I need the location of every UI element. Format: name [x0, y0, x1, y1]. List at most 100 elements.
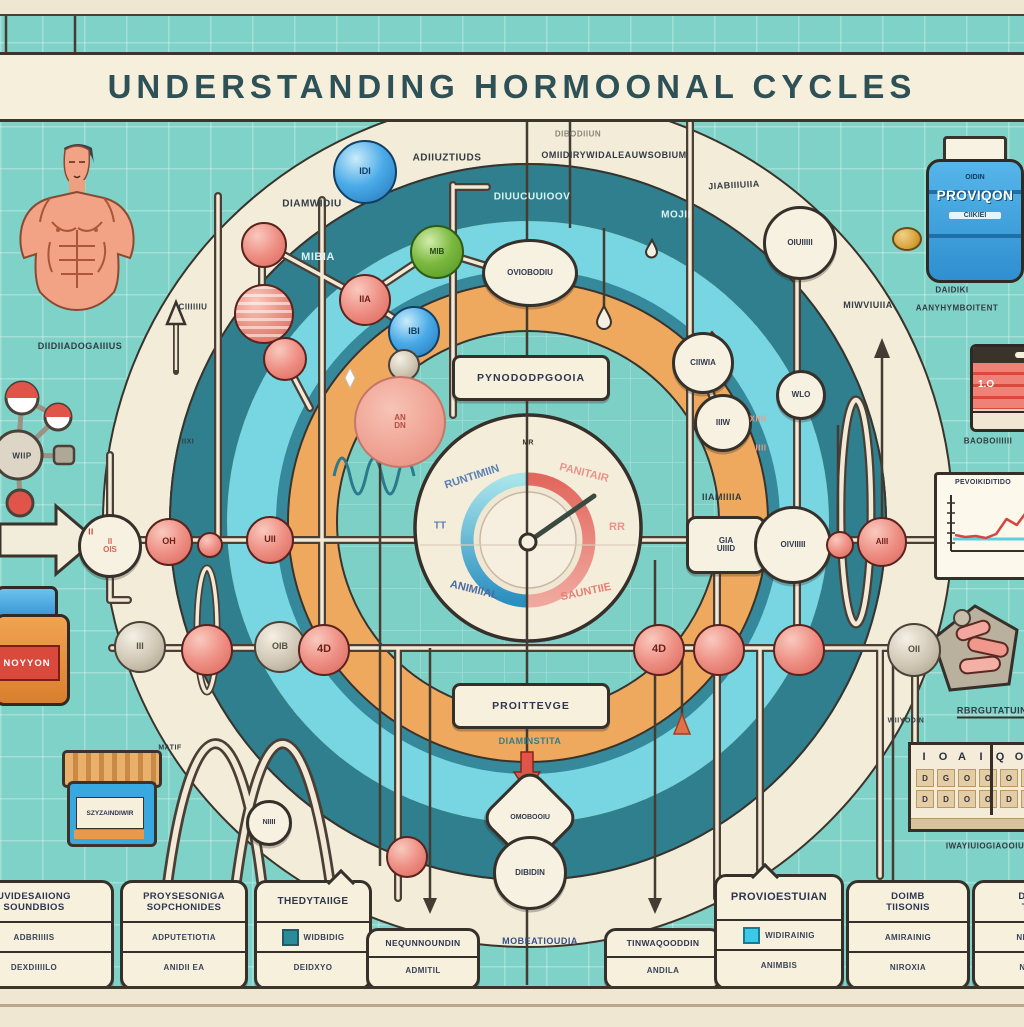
diagram-node[interactable] — [773, 624, 825, 676]
box-title: DOIMB TIISONIS — [849, 883, 967, 923]
bottom-box-5[interactable]: TINWAQOODDIN ANDILA — [604, 928, 722, 990]
diagram-node[interactable]: WLO — [776, 370, 826, 420]
box-row: WIDIRAINIG — [717, 921, 841, 949]
up-arrow-icon — [165, 298, 187, 326]
calendar-cell[interactable]: D — [916, 790, 934, 808]
node-label: OIUIIIII — [787, 237, 813, 247]
calendar-cell[interactable]: I — [1021, 790, 1024, 808]
cyan-square-icon — [743, 926, 761, 944]
droplet-icon — [644, 237, 659, 259]
calendar-cell[interactable]: O — [1021, 769, 1024, 787]
bottle-brand-label: PROVIQON — [936, 188, 1014, 203]
diagram-node[interactable]: IIIW — [694, 394, 752, 452]
calendar-cell[interactable]: D — [1000, 790, 1018, 808]
diagram-node[interactable] — [181, 624, 233, 676]
calendar-cell[interactable]: D — [916, 769, 934, 787]
muscular-figure — [19, 144, 135, 312]
box-title: PROVIOESTUIAN — [717, 877, 841, 921]
diagram-node[interactable]: AN DN — [354, 376, 446, 468]
center-top-box-label: PYNODODPGOOIA — [476, 372, 586, 384]
calendar-cell[interactable]: Q — [995, 751, 1005, 763]
center-bottom-box-label: PROITTEVGE — [492, 700, 570, 712]
diagram-node[interactable]: NIIII — [246, 800, 292, 846]
node-label: DIBIDIN — [515, 867, 545, 877]
calendar-cell[interactable]: O — [958, 790, 976, 808]
bottom-box-4[interactable]: NEQUNNOUNDIN ADMITIL — [366, 928, 480, 990]
diagram-node[interactable]: MIB — [410, 225, 464, 279]
up-arrow-icon — [874, 338, 890, 358]
bottom-box-1[interactable]: UVIDESAIIONG SOUNDBIOS ADBRIIIIS DEXDIII… — [0, 880, 114, 990]
bottom-frame-strip — [0, 986, 1024, 1027]
calendar-grid[interactable]: IOAIQODGOOOODDOODI — [908, 742, 1024, 832]
node-label: IBI — [408, 326, 420, 337]
node-label: 4D — [316, 643, 332, 656]
node-label: UII — [264, 534, 276, 545]
down-arrow-icon — [648, 898, 662, 914]
node-label: NIIII — [262, 819, 276, 827]
calendar-cell[interactable]: D — [937, 790, 955, 808]
title-band: UNDERSTANDING HORMOONAL CYCLES — [0, 52, 1024, 122]
diagram-node[interactable]: CIIWIA — [672, 332, 734, 394]
orange-up-arrow-icon — [672, 711, 692, 735]
calendar-cell[interactable]: O — [1014, 751, 1024, 763]
diagram-node[interactable] — [388, 349, 420, 381]
diagram-node[interactable]: GIA UIIID — [686, 516, 766, 574]
calendar-cell[interactable]: O — [958, 769, 976, 787]
bottom-box-3[interactable]: THEDYTAIIGE WIDBIDIG DEIDXYO — [254, 868, 372, 990]
gauge-top-label: MR — [522, 439, 534, 447]
diagram-node[interactable]: OH — [145, 518, 193, 566]
sparkle-icon — [344, 366, 356, 390]
diagram-node[interactable]: OIB — [254, 621, 306, 673]
bottom-box-2[interactable]: PROYSESONIGA SOPCHONIDES ADPUTETIOTIA AN… — [120, 880, 248, 990]
diagram-node[interactable]: IIA — [339, 274, 391, 326]
box-row: DEIDXYO — [257, 951, 369, 981]
diagram-node[interactable] — [234, 284, 294, 344]
center-top-box[interactable]: PYNODODPGOOIA — [452, 355, 610, 401]
bottle-sub-text: CIIKIEI — [949, 212, 1001, 219]
diagram-node[interactable]: AIII — [857, 517, 907, 567]
calendar-cell[interactable]: O — [1000, 769, 1018, 787]
diagram-node[interactable]: II OIS — [78, 514, 142, 578]
bottom-box-6[interactable]: PROVIOESTUIAN WIDIRAINIG ANIMBIS — [714, 862, 844, 990]
diagram-node[interactable] — [386, 836, 428, 878]
diagram-node[interactable] — [263, 337, 307, 381]
calendar-cell[interactable]: A — [958, 751, 966, 763]
diagram-node[interactable]: DIBIDIN — [493, 836, 567, 910]
diagram-node[interactable]: III — [114, 621, 166, 673]
node-label: IIIW — [715, 417, 731, 427]
bottom-box-7[interactable]: DOIMB TIISONIS AMIRAINIG NIROXIA — [846, 880, 970, 990]
box-title: TINWAQOODDIN — [607, 931, 719, 958]
calendar-cell[interactable]: O — [938, 751, 948, 763]
node-label: OIB — [271, 641, 288, 652]
bottom-box-8[interactable]: DITE TIN NBDIN NDID — [972, 880, 1024, 990]
node-label: IIA — [359, 294, 371, 305]
diagram-node[interactable]: 4D — [298, 624, 350, 676]
diagram-node[interactable]: UII — [246, 516, 294, 564]
center-bottom-box[interactable]: PROITTEVGE — [452, 683, 610, 729]
diagram-node[interactable]: IDI — [333, 140, 397, 204]
calendar-cell[interactable]: G — [937, 769, 955, 787]
diagram-node[interactable] — [241, 222, 287, 268]
node-label: OII — [907, 644, 920, 655]
diagram-node[interactable]: OVIOBODIU — [482, 239, 578, 307]
box-row: AMIRAINIG — [884, 932, 932, 942]
gauge-needle — [518, 493, 597, 552]
diagram-node[interactable] — [197, 532, 223, 558]
diagram-node[interactable]: OIUIIIII — [763, 206, 837, 280]
diagram-node[interactable] — [892, 227, 922, 251]
box-row: NIROXIA — [849, 951, 967, 981]
thin-lines — [4, 0, 895, 985]
diagram-node[interactable]: OII — [887, 623, 941, 677]
bottle-body: OIDIN PROVIQON CIIKIEI — [926, 159, 1024, 283]
noyyon-bottle: NOYYON — [0, 586, 70, 706]
diagram-node[interactable] — [826, 531, 854, 559]
node-label: OIVIIIII — [780, 539, 806, 549]
diagram-node[interactable]: OIVIIIII — [754, 506, 832, 584]
node-label: GIA UIIID — [716, 535, 736, 553]
node-label: III — [136, 641, 144, 652]
diagram-node[interactable] — [693, 624, 745, 676]
diagram-node[interactable]: 4D — [633, 624, 685, 676]
calendar-cell[interactable]: I — [922, 751, 926, 763]
calendar-cell[interactable]: I — [979, 751, 983, 763]
